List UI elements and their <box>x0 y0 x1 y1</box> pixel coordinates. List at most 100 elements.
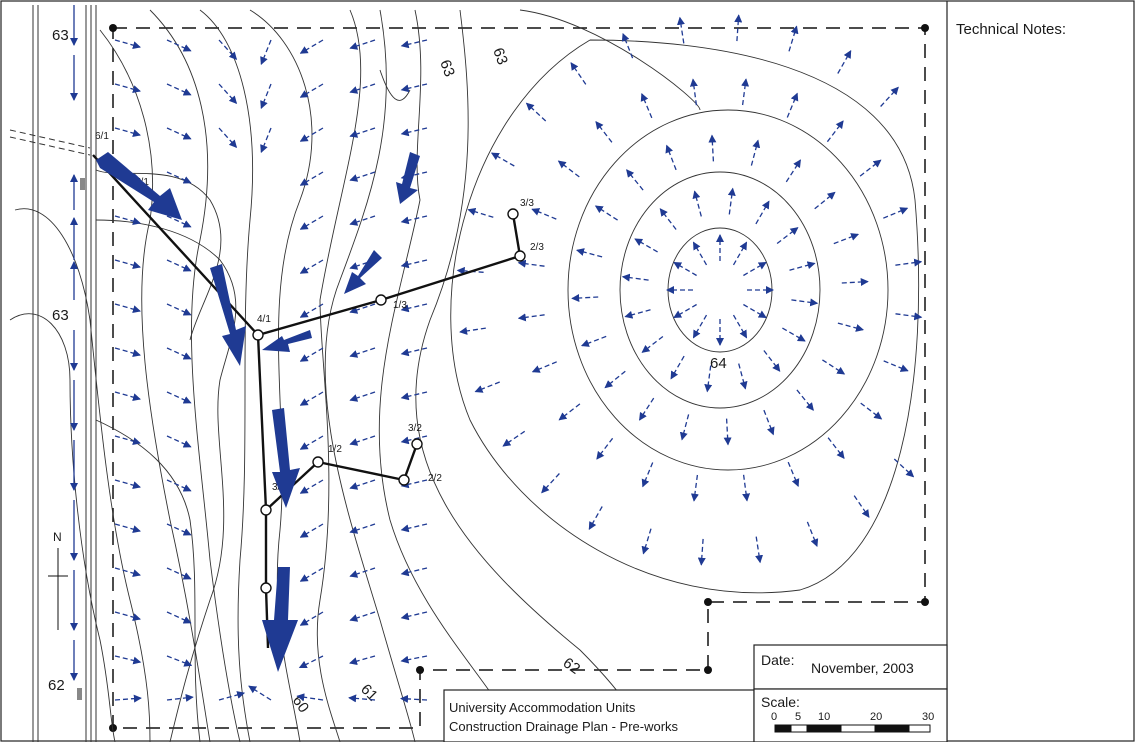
flow-arrow <box>400 567 428 577</box>
flow-arrow <box>634 238 658 253</box>
flow-arrow <box>299 83 324 98</box>
contour-lines <box>9 9 920 742</box>
date-label: Date: <box>761 652 795 668</box>
flow-arrow <box>349 215 376 226</box>
flow-arrow <box>400 39 428 49</box>
node-label: 4/1 <box>257 314 271 325</box>
flow-arrow <box>400 215 428 225</box>
flow-arrow <box>349 127 376 138</box>
flow-arrow <box>166 435 192 448</box>
flow-arrow <box>595 121 613 143</box>
flow-arrow <box>114 215 141 226</box>
flow-arrow <box>114 303 141 314</box>
flow-arrow <box>474 381 500 393</box>
flow-arrow <box>349 435 376 446</box>
flow-arrow <box>299 39 324 54</box>
flow-arrow <box>299 347 324 362</box>
flow-arrow <box>400 171 428 181</box>
flow-arrow <box>596 437 614 460</box>
flow-arrow <box>791 298 819 307</box>
flow-arrow <box>732 241 748 266</box>
flow-arrow <box>833 233 860 245</box>
flow-arrow <box>517 259 545 268</box>
flow-arrow <box>114 39 141 50</box>
flow-arrow <box>883 360 909 372</box>
flow-arrow <box>837 50 852 74</box>
flow-arrow <box>704 365 713 393</box>
flow-arrow <box>114 259 141 270</box>
flow-arrow <box>895 258 923 267</box>
node-label: 3/3 <box>520 198 534 209</box>
road-edge-lines <box>9 5 97 742</box>
flow-arrow <box>114 347 141 358</box>
flow-arrow <box>299 435 324 450</box>
flow-arrow <box>349 303 376 314</box>
scale-label: Scale: <box>761 694 800 710</box>
flow-arrow <box>166 567 192 580</box>
flow-arrow <box>787 461 800 488</box>
main-flow-arrows <box>96 152 420 672</box>
flow-arrow <box>114 127 141 138</box>
flow-arrow <box>400 83 428 93</box>
node-label: 2/3 <box>530 242 544 253</box>
scale-tick-label: 10 <box>818 711 831 723</box>
flow-arrow <box>659 208 677 230</box>
flow-arrow <box>114 479 141 490</box>
drain-nodes <box>252 208 526 594</box>
flow-arrow <box>531 361 557 373</box>
flow-arrow <box>580 335 607 347</box>
site-boundary <box>112 27 926 729</box>
flow-arrow <box>738 363 748 390</box>
flow-arrow <box>400 611 428 621</box>
flow-arrow <box>400 694 428 703</box>
scale-tick-label: 30 <box>922 711 935 723</box>
flow-arrow <box>218 39 238 61</box>
flow-arrow <box>558 403 581 421</box>
flow-arrow <box>349 479 376 490</box>
flow-arrow <box>166 215 192 228</box>
flow-arrow <box>166 303 192 316</box>
flow-arrow <box>822 359 846 375</box>
flow-arrow <box>517 313 545 322</box>
contour-label: 63 <box>436 58 458 79</box>
north-label: N <box>53 530 62 544</box>
flow-arrow <box>880 86 899 107</box>
technical-notes-label: Technical Notes: <box>956 21 1067 38</box>
contour-label: 64 <box>710 355 727 372</box>
node-label: 2/2 <box>428 473 442 484</box>
flow-arrow <box>299 303 324 318</box>
flow-arrow <box>641 335 664 353</box>
flow-arrow <box>624 309 651 319</box>
flow-arrow <box>400 259 428 269</box>
contour-label: 63 <box>489 46 511 67</box>
flow-arrow <box>349 567 376 578</box>
flow-arrow <box>349 655 376 666</box>
flow-arrow <box>525 102 547 122</box>
flow-arrow <box>640 92 653 119</box>
flow-arrow <box>859 159 882 177</box>
flow-arrow <box>114 567 141 578</box>
flow-arrow <box>692 314 708 339</box>
flow-arrow <box>166 171 192 184</box>
flow-arrow <box>260 127 272 154</box>
flow-arrow <box>604 370 626 389</box>
node-label: 1/3 <box>393 300 407 311</box>
flow-arrow <box>400 347 428 357</box>
flow-arrow <box>400 303 428 313</box>
flow-arrow <box>114 694 142 703</box>
flow-arrow <box>860 402 883 420</box>
flow-arrow <box>641 462 654 488</box>
flow-arrow <box>114 83 141 94</box>
flow-arrow <box>349 391 376 402</box>
scale-tick-label: 0 <box>771 711 778 723</box>
north-arrow: N <box>48 530 68 630</box>
flow-arrow <box>697 538 706 566</box>
flow-arrow <box>467 207 494 218</box>
flow-arrow <box>299 611 324 626</box>
flow-arrow <box>400 523 428 533</box>
flow-arrow <box>741 78 750 106</box>
flow-arrow <box>166 611 192 624</box>
flow-arrow <box>679 414 690 441</box>
flow-arrow <box>166 127 192 140</box>
node-label: 6/1 <box>95 131 109 142</box>
